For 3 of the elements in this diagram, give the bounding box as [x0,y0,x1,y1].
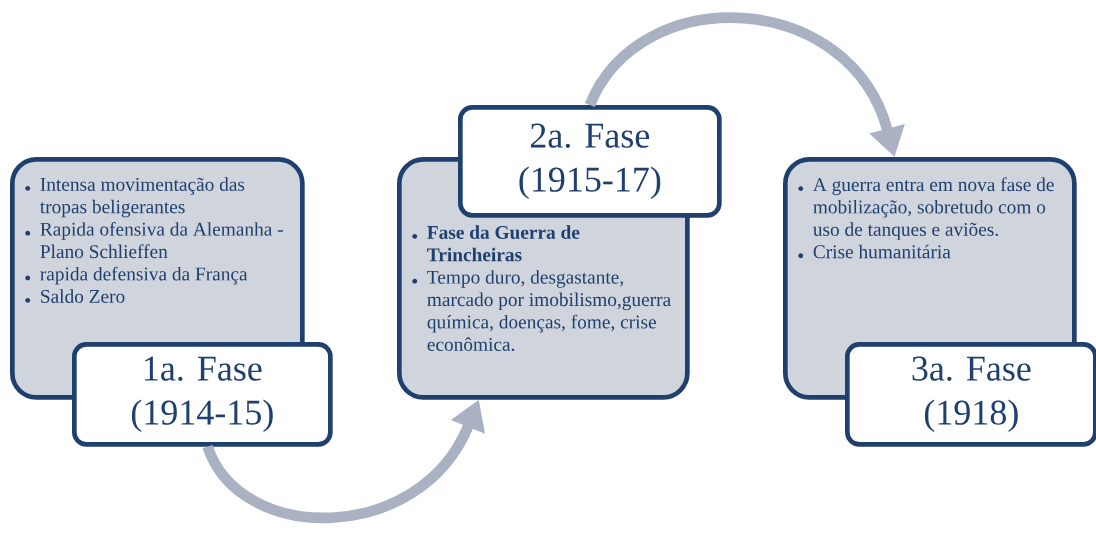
phase-title-box: 3a. Fase (1918) [845,342,1096,447]
phase-title-box: 1a. Fase (1914-15) [72,342,333,447]
phase-title-box: 2a. Fase (1915-17) [458,105,722,218]
